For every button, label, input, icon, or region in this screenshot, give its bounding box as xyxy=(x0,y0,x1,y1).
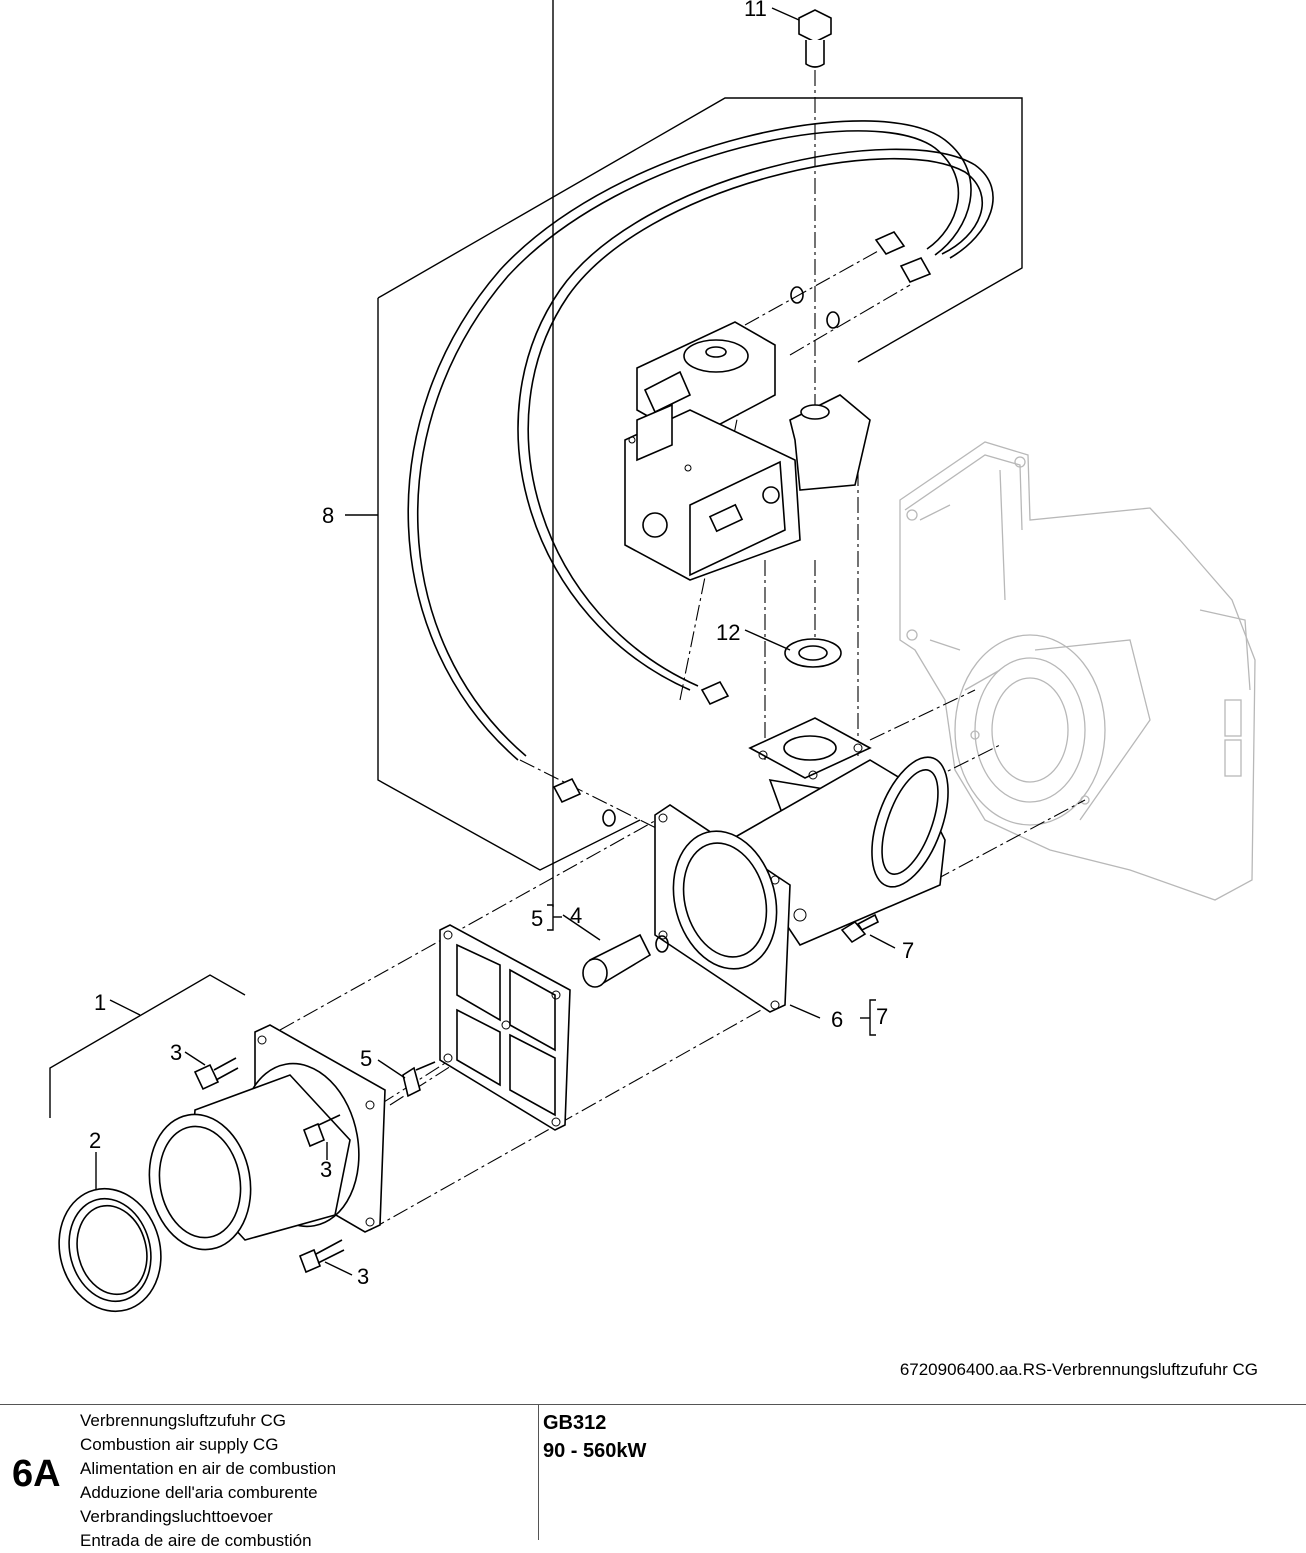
grid-plate xyxy=(439,924,571,1131)
exploded-parts-diagram: 11 12 8 1 2 3 3 3 5 5 4 7 6 7 xyxy=(49,0,1256,1313)
product-model: GB312 xyxy=(543,1412,607,1434)
callout-4: 4 xyxy=(570,903,582,928)
callout-5-bracket: 5 xyxy=(531,906,543,931)
part-11-screw xyxy=(798,9,832,68)
drawing-reference-code: 6720906400.aa.RS-Verbrennungsluftzufuhr … xyxy=(899,1360,1258,1379)
title-block: 6A Verbrennungsluftzufuhr CG Combustion … xyxy=(0,1404,1306,1550)
leader-lines xyxy=(95,0,896,1276)
part-6-flange xyxy=(654,804,791,1013)
group-1-bracket xyxy=(49,974,246,1118)
part-4-cylinder xyxy=(582,933,669,988)
pressure-hoses xyxy=(407,120,994,761)
title-de: Verbrennungsluftzufuhr CG xyxy=(80,1411,287,1430)
fan-housing-ghost xyxy=(899,441,1256,901)
part-12-gasket xyxy=(784,638,842,668)
title-es: Entrada de aire de combustión xyxy=(80,1531,312,1550)
callout-labels: 11 12 8 1 2 3 3 3 5 5 4 7 6 7 xyxy=(89,0,914,1289)
part-5-screw xyxy=(402,1061,436,1098)
callout-3-bottom: 3 xyxy=(357,1264,369,1289)
title-fr: Alimentation en air de combustion xyxy=(80,1459,337,1478)
chapter-number: 6A xyxy=(12,1453,61,1495)
title-block-divider xyxy=(538,1405,539,1540)
callout-8: 8 xyxy=(322,503,334,528)
part-2-ring xyxy=(58,1187,162,1313)
inlet-flange xyxy=(148,1024,386,1251)
part-7-screw xyxy=(840,913,880,944)
title-nl: Verbrandingsluchttoevoer xyxy=(80,1507,273,1526)
product-range: 90 - 560kW xyxy=(543,1440,647,1462)
group-8-bracket xyxy=(377,97,1023,871)
section-titles: Verbrennungsluftzufuhr CG Combustion air… xyxy=(80,1409,336,1553)
callout-7-screw: 7 xyxy=(902,938,914,963)
product-info: GB312 90 - 560kW xyxy=(543,1409,646,1465)
callout-2: 2 xyxy=(89,1128,101,1153)
callout-11: 11 xyxy=(744,0,767,21)
callout-6: 6 xyxy=(831,1007,843,1032)
callout-12: 12 xyxy=(716,620,740,645)
title-en: Combustion air supply CG xyxy=(80,1435,279,1454)
part-3-screws xyxy=(193,1057,345,1274)
gas-valve xyxy=(624,321,871,581)
callout-7-bracket: 7 xyxy=(876,1004,888,1029)
callout-3-middle: 3 xyxy=(320,1157,332,1182)
callout-3-top: 3 xyxy=(170,1040,182,1065)
title-it: Adduzione dell'aria comburente xyxy=(80,1483,318,1502)
callout-1: 1 xyxy=(94,990,106,1015)
callout-5-screw: 5 xyxy=(360,1046,372,1071)
